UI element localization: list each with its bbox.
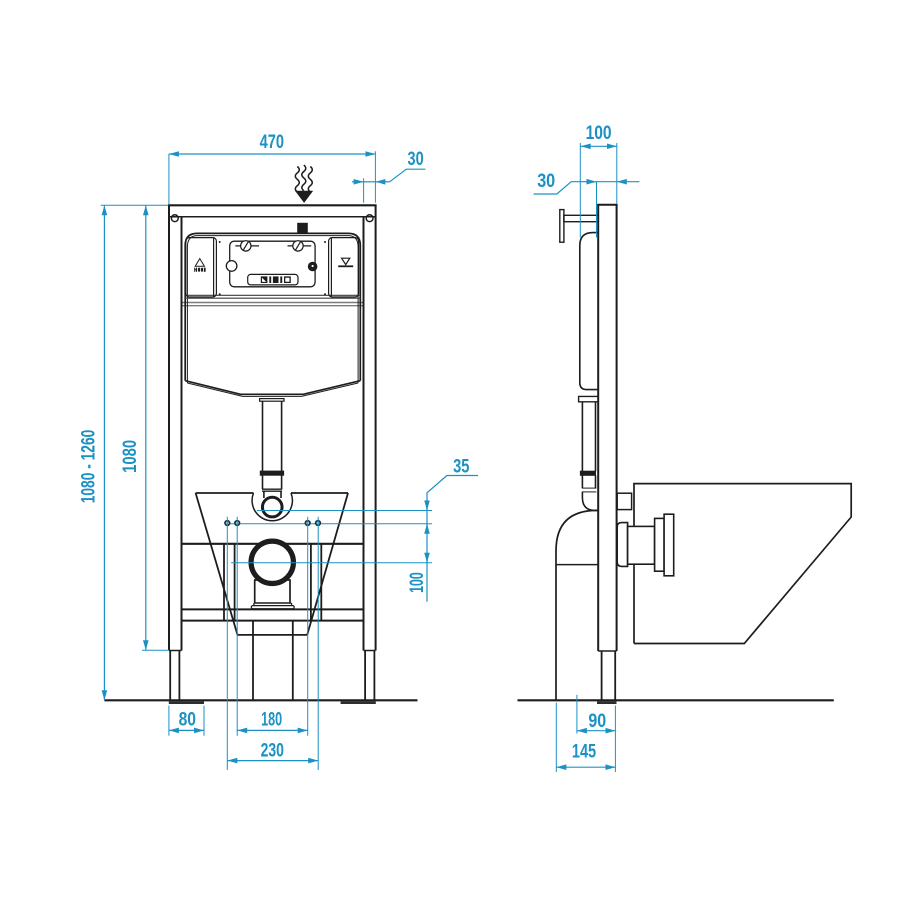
svg-text:470: 470 [260,131,285,153]
svg-text:35: 35 [453,455,469,477]
svg-text:1080 - 1260: 1080 - 1260 [77,430,99,504]
svg-text:1080: 1080 [119,440,141,473]
svg-text:145: 145 [572,741,596,763]
svg-text:30: 30 [408,148,424,170]
svg-text:100: 100 [406,572,428,593]
svg-text:180: 180 [261,709,282,731]
svg-text:230: 230 [261,740,284,762]
svg-text:100: 100 [586,122,612,144]
svg-text:30: 30 [537,170,555,192]
svg-text:80: 80 [179,709,197,731]
svg-text:90: 90 [588,710,606,732]
